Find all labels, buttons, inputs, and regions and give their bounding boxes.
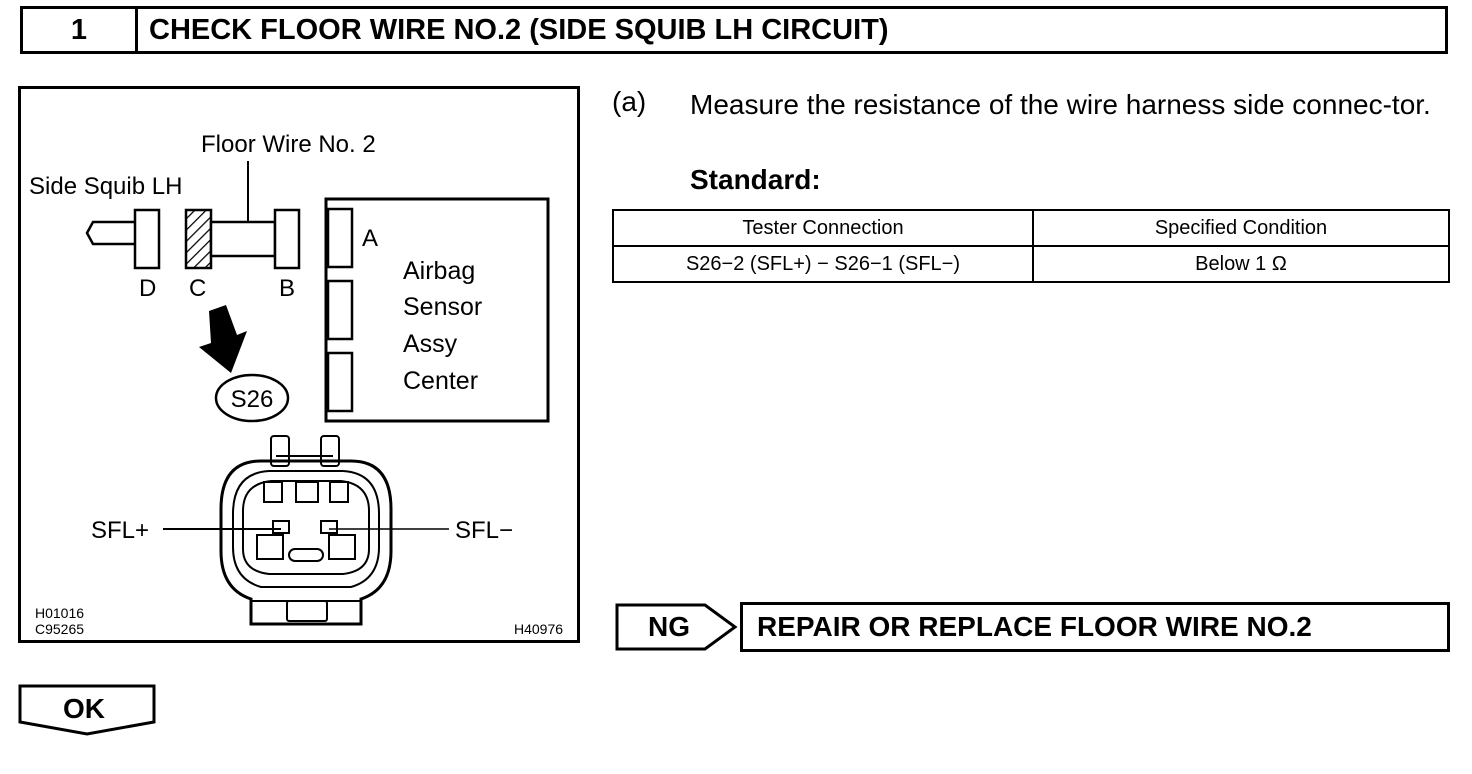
- spec-table: Tester Connection Specified Condition S2…: [612, 209, 1450, 283]
- connector-b-shape: [273, 208, 301, 270]
- ok-label-text: OK: [63, 693, 105, 724]
- ng-tag: NG: [615, 603, 739, 651]
- step-a-text: Measure the resistance of the wire harne…: [690, 89, 1431, 120]
- table-header-row: Tester Connection Specified Condition: [612, 209, 1450, 247]
- airbag-label-2: Sensor: [403, 293, 482, 321]
- ref-code-1: H01016: [35, 605, 84, 621]
- airbag-sensor-box: [324, 197, 550, 423]
- connector-c-label: C: [189, 275, 206, 302]
- ng-label-text: NG: [648, 611, 690, 642]
- connector-id-label: S26: [231, 386, 274, 413]
- connector-b-label: B: [279, 275, 295, 302]
- ref-code-3: H40976: [514, 621, 563, 637]
- header-tester-connection: Tester Connection: [612, 209, 1034, 247]
- wiring-diagram: Floor Wire No. 2 Side Squib LH D C B A A…: [29, 131, 563, 637]
- airbag-label-4: Center: [403, 367, 478, 395]
- sfl-minus-label: SFL−: [455, 517, 513, 544]
- connector-a-label: A: [362, 225, 378, 252]
- table-row: S26−2 (SFL+) − S26−1 (SFL−) Below 1 Ω: [612, 245, 1450, 283]
- step-header: 1 CHECK FLOOR WIRE NO.2 (SIDE SQUIB LH C…: [20, 6, 1448, 54]
- header-specified-condition: Specified Condition: [1032, 209, 1450, 247]
- step-number: 1: [23, 9, 138, 51]
- connector-face-icon: [219, 435, 393, 626]
- airbag-label-1: Airbag: [403, 257, 475, 285]
- ng-arrow-shape: NG: [615, 603, 738, 651]
- connector-c-shape: [184, 208, 213, 270]
- connector-d-label: D: [139, 275, 156, 302]
- floor-wire-label: Floor Wire No. 2: [201, 131, 376, 158]
- wiring-figure: Floor Wire No. 2 Side Squib LH D C B A A…: [18, 86, 580, 643]
- connector-d-shape: [133, 208, 161, 270]
- step-a-marker: (a): [612, 86, 647, 117]
- sfl-plus-label: SFL+: [91, 517, 149, 544]
- connector-id-badge: [214, 373, 290, 423]
- squib-lead-shape: [85, 220, 135, 246]
- cell-specified-condition: Below 1 Ω: [1032, 245, 1450, 283]
- ok-tag: OK: [18, 684, 156, 736]
- step-title: CHECK FLOOR WIRE NO.2 (SIDE SQUIB LH CIR…: [149, 13, 889, 46]
- cell-tester-connection: S26−2 (SFL+) − S26−1 (SFL−): [612, 245, 1034, 283]
- airbag-label-3: Assy: [403, 330, 458, 358]
- standard-label: Standard:: [690, 164, 821, 195]
- ok-arrow-shape: OK: [18, 684, 156, 736]
- arrow-down-icon: [199, 305, 247, 373]
- side-squib-label: Side Squib LH: [29, 173, 182, 200]
- floor-wire-shape: [209, 220, 277, 258]
- ref-code-2: C95265: [35, 621, 84, 637]
- ng-action: REPAIR OR REPLACE FLOOR WIRE NO.2: [740, 602, 1450, 652]
